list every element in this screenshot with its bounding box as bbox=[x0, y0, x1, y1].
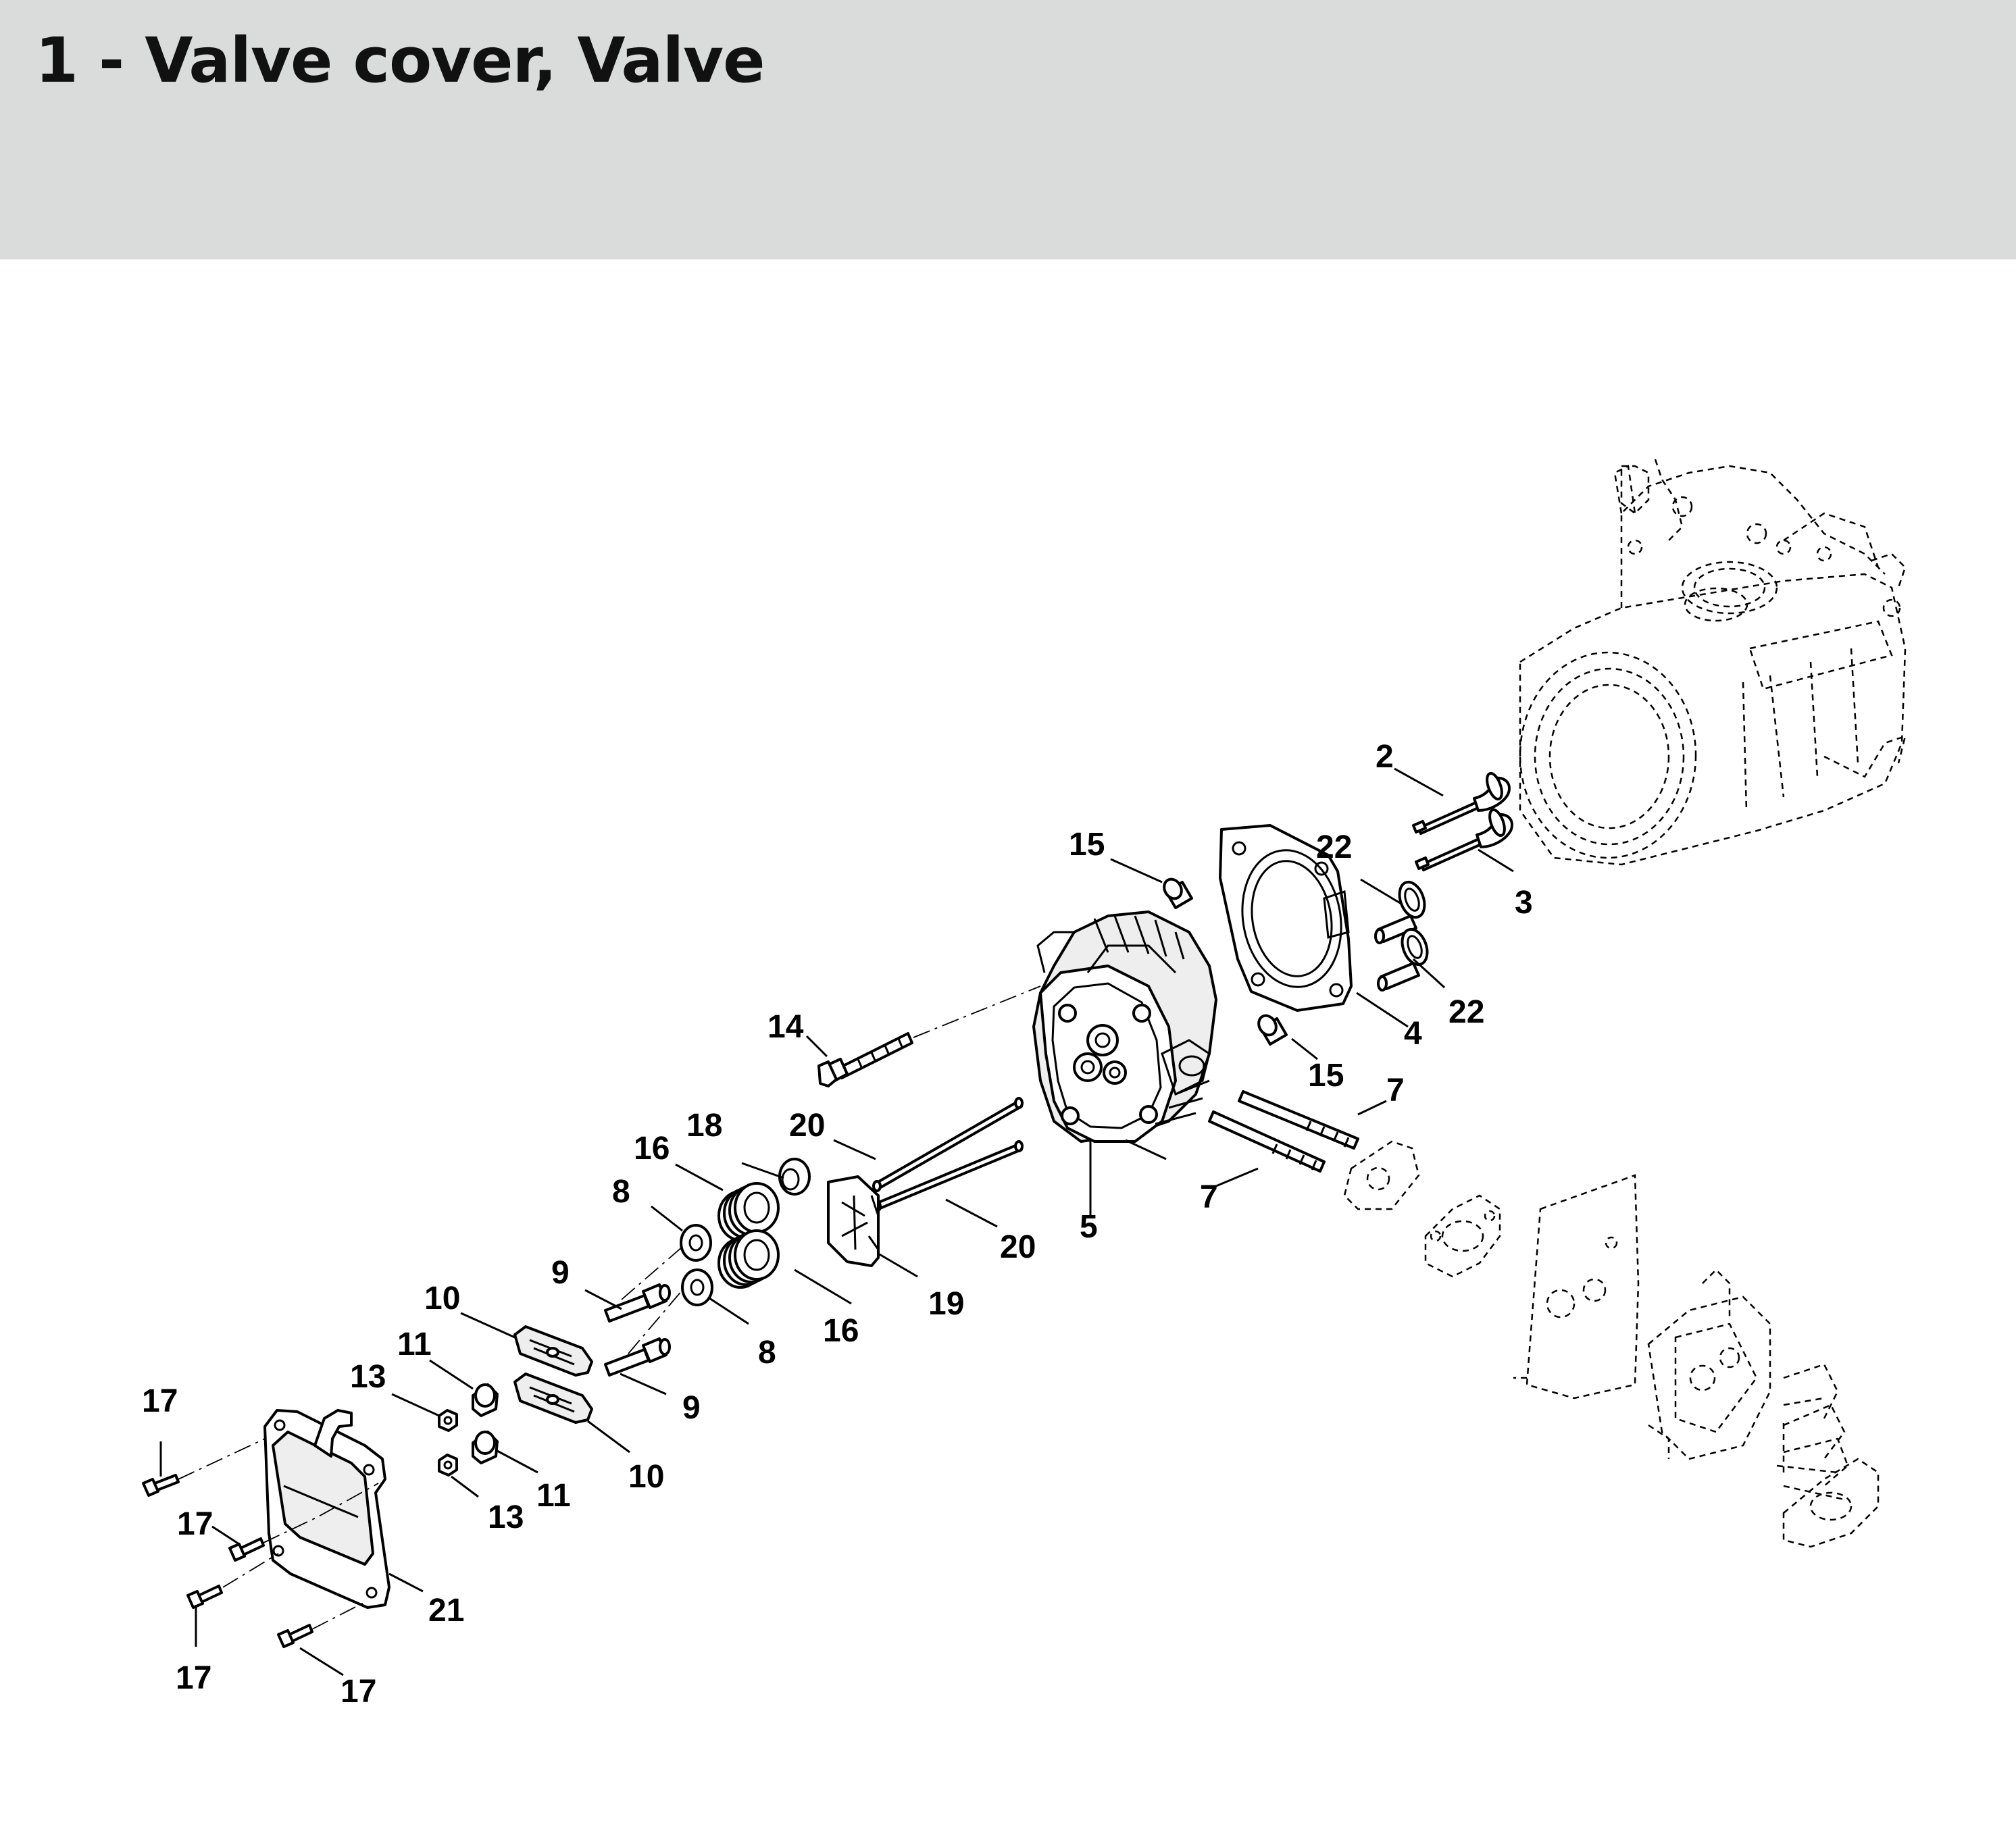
page-title: 1 - Valve cover, Valve bbox=[35, 24, 765, 97]
callout-18: 18 bbox=[686, 1108, 722, 1144]
callout-8-lower: 8 bbox=[758, 1335, 776, 1370]
callout-9-upper: 9 bbox=[551, 1255, 570, 1291]
stud-7-upper bbox=[1238, 1090, 1359, 1150]
callout-11-lower: 11 bbox=[536, 1478, 571, 1514]
head-bolt-14 bbox=[817, 1032, 913, 1087]
callout-20-upper: 20 bbox=[789, 1108, 825, 1144]
callout-15-lower: 15 bbox=[1308, 1058, 1344, 1094]
valve-2 bbox=[1412, 771, 1511, 835]
callout-16-lower: 16 bbox=[823, 1313, 859, 1349]
rocker-pivot-11-lower bbox=[472, 1431, 499, 1464]
intake-gaskets-reference bbox=[1343, 1140, 1501, 1278]
cover-bolt-17-b bbox=[228, 1537, 265, 1562]
callout-13-lower: 13 bbox=[488, 1499, 524, 1535]
rocker-pivot-11-upper bbox=[472, 1383, 499, 1417]
callout-3: 3 bbox=[1515, 885, 1533, 921]
valve-cover-21 bbox=[263, 1409, 390, 1609]
lock-nut-13-lower bbox=[438, 1454, 458, 1477]
valve-retainer-18 bbox=[778, 1158, 811, 1196]
callout-10-upper: 10 bbox=[424, 1281, 460, 1316]
rocker-arm-10-lower bbox=[513, 1373, 593, 1424]
leader-lines bbox=[159, 767, 1514, 1676]
spring-seat-8-upper bbox=[680, 1224, 712, 1262]
callout-15-upper: 15 bbox=[1069, 827, 1105, 863]
callout-13-upper: 13 bbox=[350, 1359, 386, 1395]
callout-17-b: 17 bbox=[177, 1506, 213, 1542]
callout-21: 21 bbox=[428, 1593, 464, 1628]
pivot-bolt-9-lower bbox=[604, 1337, 671, 1377]
callout-7-lower: 7 bbox=[1200, 1179, 1218, 1215]
push-rod-20-upper bbox=[872, 1097, 1024, 1192]
callout-11-upper: 11 bbox=[397, 1327, 432, 1362]
stud-7-lower bbox=[1208, 1110, 1326, 1173]
carburetor-reference bbox=[1513, 1174, 1880, 1548]
callout-10-lower: 10 bbox=[628, 1459, 664, 1495]
spring-seat-8-lower bbox=[681, 1268, 713, 1306]
rocker-arm-10-upper bbox=[513, 1325, 593, 1377]
callout-17-d: 17 bbox=[341, 1674, 376, 1710]
callout-2: 2 bbox=[1376, 739, 1394, 775]
callout-22-lower: 22 bbox=[1448, 994, 1484, 1030]
callout-17-c: 17 bbox=[176, 1660, 211, 1696]
callout-17-a: 17 bbox=[142, 1383, 178, 1419]
dowel-pin-15-upper bbox=[1163, 877, 1193, 909]
callout-22-upper: 22 bbox=[1316, 829, 1352, 865]
valve-seal-22-upper bbox=[1374, 880, 1426, 944]
lock-nut-13-upper bbox=[438, 1409, 458, 1432]
callout-4: 4 bbox=[1404, 1016, 1422, 1052]
callout-7-upper: 7 bbox=[1386, 1073, 1405, 1108]
cover-bolt-17-d bbox=[277, 1624, 313, 1648]
callout-9-lower: 9 bbox=[682, 1390, 701, 1426]
page-header: 1 - Valve cover, Valve bbox=[0, 0, 2016, 259]
pivot-bolt-9-upper bbox=[604, 1283, 671, 1323]
guide-plate-19 bbox=[827, 1175, 880, 1267]
callout-5: 5 bbox=[1080, 1209, 1098, 1245]
cover-bolt-17-a bbox=[142, 1474, 180, 1497]
callout-8-upper: 8 bbox=[612, 1174, 630, 1210]
dowel-pin-15-lower bbox=[1257, 1014, 1288, 1046]
callout-14: 14 bbox=[767, 1009, 804, 1045]
callout-19: 19 bbox=[928, 1286, 964, 1322]
callout-20-lower: 20 bbox=[1000, 1229, 1036, 1265]
valve-3 bbox=[1415, 808, 1513, 871]
valve-seal-22-lower bbox=[1377, 927, 1429, 992]
engine-block-reference bbox=[1519, 459, 1907, 866]
cover-bolt-17-c bbox=[186, 1585, 223, 1609]
cylinder-head-5 bbox=[1032, 910, 1217, 1143]
valve-spring-16-lower bbox=[717, 1229, 780, 1289]
head-gasket-4 bbox=[1219, 824, 1353, 1012]
callout-16-upper: 16 bbox=[634, 1131, 670, 1166]
alignment-lines bbox=[178, 985, 1041, 1630]
callout-labels: 2 3 4 5 7 7 8 8 9 9 10 10 11 11 13 13 14… bbox=[142, 739, 1533, 1710]
